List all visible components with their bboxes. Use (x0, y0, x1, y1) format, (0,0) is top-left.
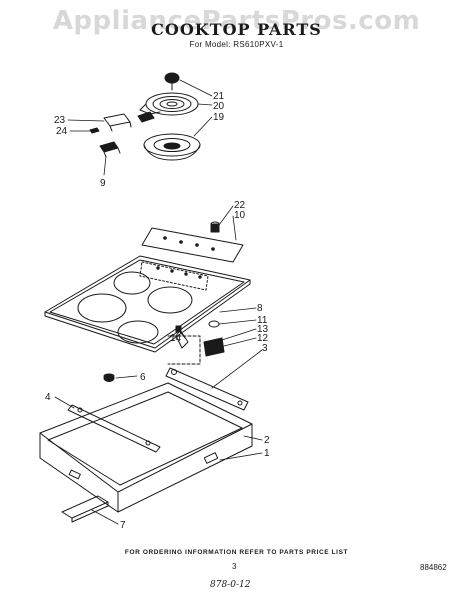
callout-1: 1 (264, 448, 270, 459)
page-title: COOKTOP PARTS (151, 20, 322, 39)
callout-3: 3 (262, 343, 268, 354)
rear-trim-bracket (165, 367, 249, 411)
leader-lines-top (67, 79, 213, 176)
callout-20: 20 (213, 101, 225, 112)
page-number: 3 (232, 562, 237, 571)
model-line: For Model: RS610PXV-1 (189, 40, 284, 49)
cooktop-main-top (44, 255, 251, 353)
callout-4: 4 (45, 392, 51, 403)
callout-8: 8 (257, 303, 263, 314)
callout-12: 12 (257, 333, 269, 344)
callout-10: 10 (234, 210, 246, 221)
callout-7: 7 (120, 520, 126, 531)
callout-23: 23 (54, 115, 66, 126)
bottom-channel (61, 495, 109, 523)
callout-13: 13 (257, 324, 269, 335)
ordering-note: FOR ORDERING INFORMATION REFER TO PARTS … (124, 549, 349, 556)
callout-22: 22 (234, 200, 246, 211)
callout-21: 21 (213, 91, 225, 102)
grommet (103, 373, 115, 382)
watermark: AppliancePartsPros.com (52, 6, 421, 36)
document-number: 884862 (420, 563, 447, 572)
switch-parts-cluster (167, 320, 225, 365)
callout-14: 14 (170, 333, 182, 344)
callout-6: 6 (140, 372, 146, 383)
control-panel-strip (141, 221, 244, 263)
callout-2: 2 (264, 435, 270, 446)
callout-24: 24 (56, 126, 68, 137)
surface-element-assembly (89, 72, 201, 161)
handwritten-note: 878-0-12 (210, 580, 251, 590)
callout-11: 11 (257, 315, 268, 326)
callout-9: 9 (100, 178, 106, 189)
callout-19: 19 (213, 112, 225, 123)
callout-labels: 21 20 19 23 24 9 22 10 8 11 13 12 14 3 6… (45, 91, 270, 531)
cooktop-bottom-tray (39, 382, 253, 513)
